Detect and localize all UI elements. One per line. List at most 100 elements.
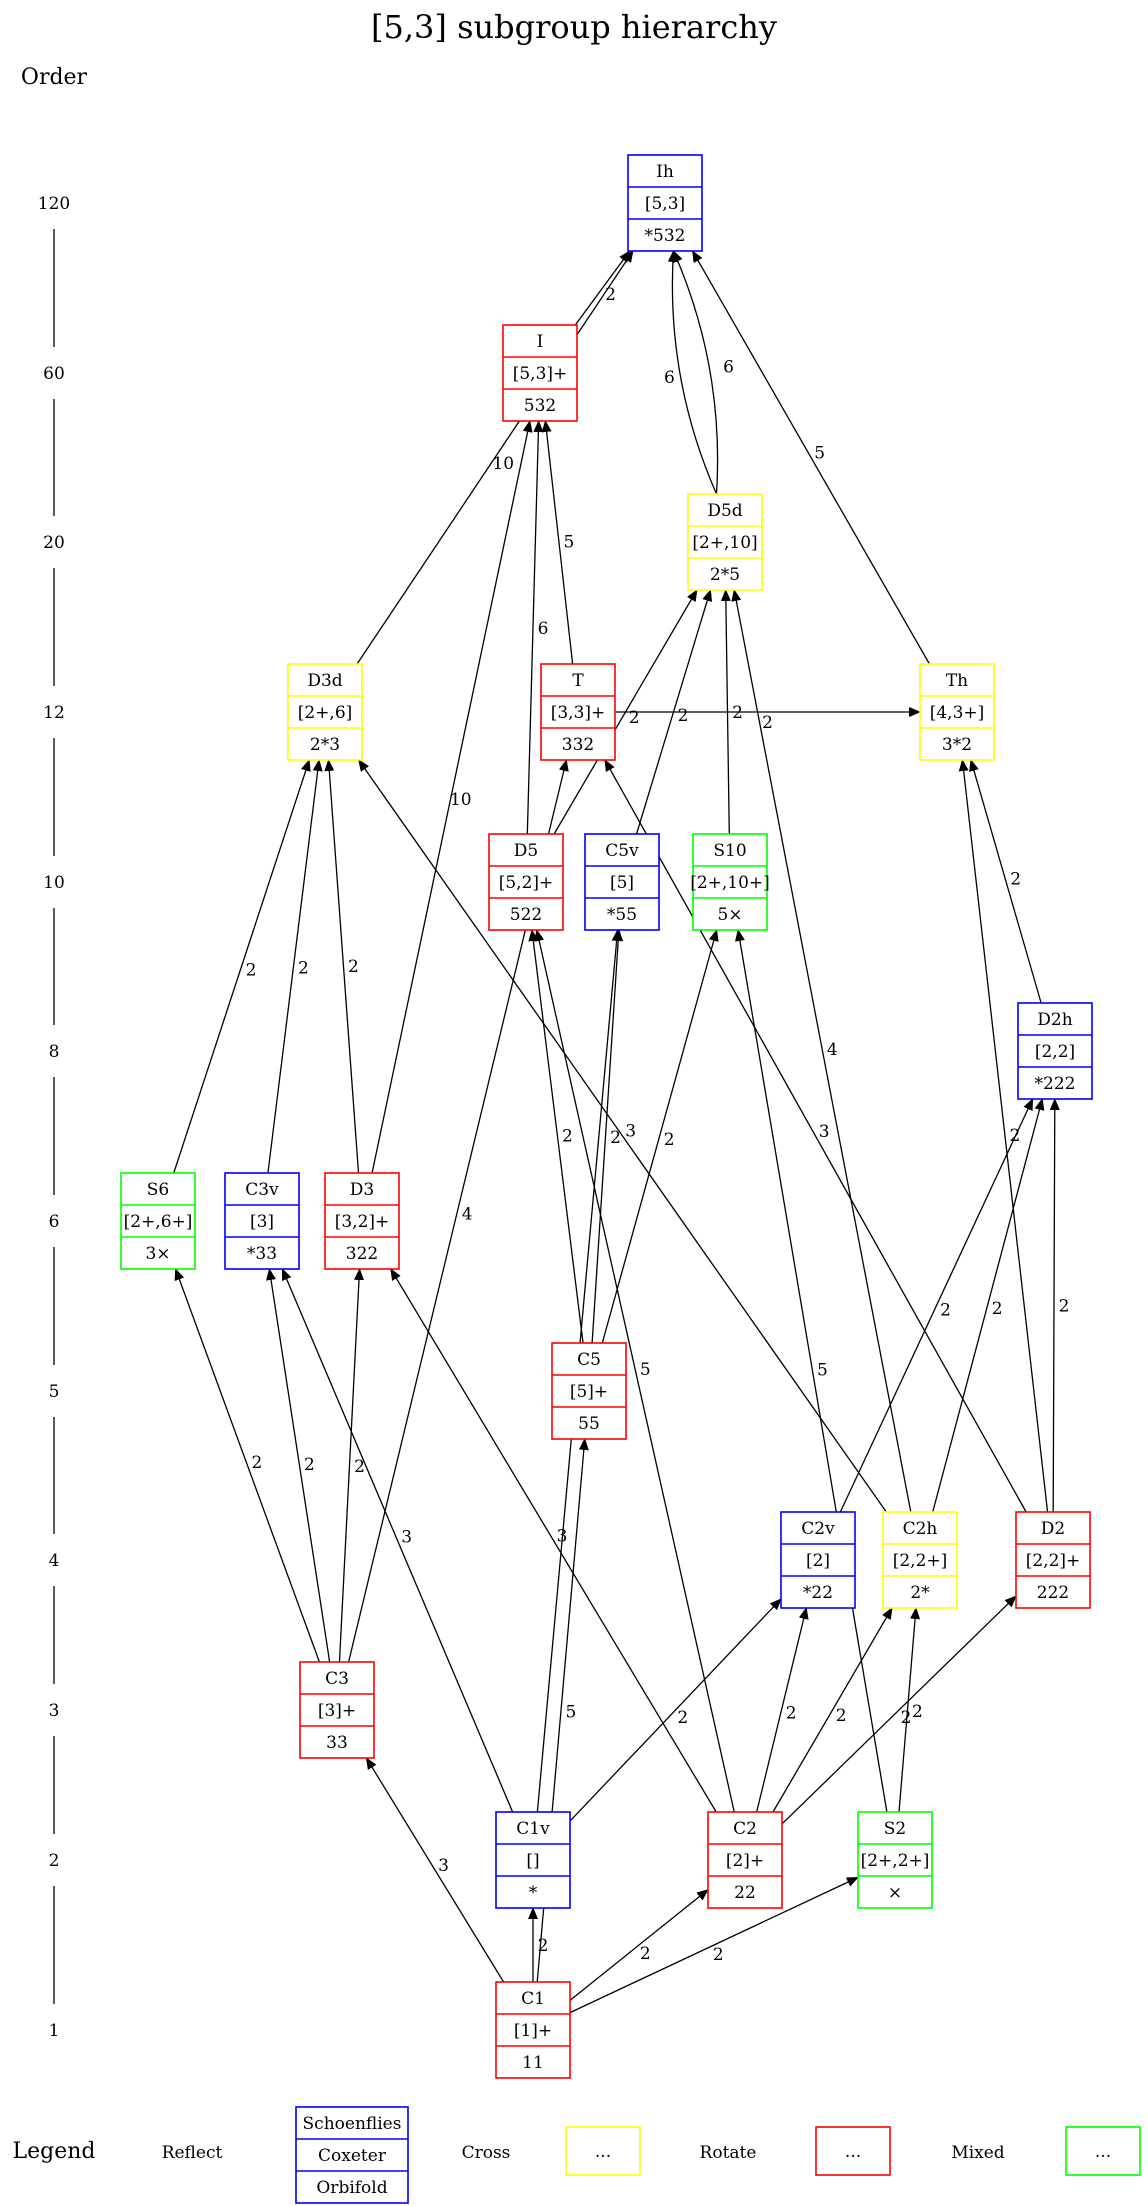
node-box: [882, 1511, 958, 1609]
order-label-60: 60: [43, 364, 65, 384]
node-coxeter-label: [2]+: [726, 1851, 764, 1871]
node-s10: S10[2+,10+]5×: [690, 833, 770, 931]
edge-c1v-to-c3v: [281, 1268, 514, 1813]
node-schoenflies-label: C5v: [605, 841, 639, 861]
node-box: [1015, 1511, 1091, 1609]
node-orbifold-label: 33: [326, 1733, 348, 1753]
edge-d3-to-d3d: [324, 759, 360, 1174]
node-d3: D3[3,2]+322: [324, 1172, 400, 1270]
node-schoenflies-label: D2h: [1037, 1010, 1072, 1030]
node-schoenflies-label: Th: [946, 671, 968, 691]
legend-swatch-label: ...: [1095, 2142, 1111, 2162]
edge-d2-to-d2h: [1049, 1098, 1060, 1513]
node-orbifold-label: 22: [734, 1883, 756, 1903]
edge-c2h-to-d2h: [932, 1098, 1045, 1513]
edge-d3-to-i: [371, 420, 533, 1174]
node-ih: Ih[5,3]*532: [627, 154, 703, 252]
legend-swatch: [565, 2126, 641, 2176]
legend-swatch-label: ...: [845, 2142, 861, 2162]
order-label-5: 5: [49, 1382, 60, 1402]
edge-label-c5v-to-d5d: 2: [678, 706, 689, 726]
node-schoenflies-label: C1: [521, 1989, 545, 2009]
order-label-4: 4: [49, 1551, 60, 1571]
legend-item-mixed: Mixed...: [951, 2126, 1141, 2176]
node-c5: C5[5]+55: [551, 1342, 627, 1440]
node-c1: C1[1]+11: [495, 1981, 571, 2079]
edge-c3-to-s6: [174, 1268, 321, 1663]
edge-d2-to-th: [958, 759, 1049, 1513]
edge-label-c2h-to-d2h: 2: [992, 1299, 1003, 1319]
edge-d5d-to-ih: [672, 250, 719, 495]
edge-label-c3-to-s6: 2: [251, 1453, 262, 1473]
edge-label-c2-to-d5: 5: [640, 1360, 651, 1380]
edge-label-c1-to-c5: 5: [566, 1702, 577, 1722]
node-coxeter-label: [2+,6]: [298, 703, 353, 723]
edge-label-s2-to-s10: 5: [817, 1360, 828, 1380]
node-coxeter-label: [2,2+]: [893, 1551, 948, 1571]
node-box: [780, 1511, 856, 1609]
edge-label-i-to-ih: 2: [605, 285, 616, 305]
node-box: [1017, 1002, 1093, 1100]
node-box: [584, 833, 660, 931]
edge-label-c1v-to-c3v: 3: [401, 1528, 412, 1548]
node-d5d: D5d[2+,10]2*5: [687, 493, 763, 591]
edge-label-s6-to-d3d: 2: [246, 961, 257, 981]
node-coxeter-label: [2,2]+: [1026, 1551, 1081, 1571]
node-orbifold-label: *55: [607, 905, 637, 925]
node-orbifold-label: 222: [1037, 1583, 1069, 1603]
legend-swatch: [815, 2126, 891, 2176]
legend-key-schoenflies: Schoenflies: [303, 2114, 402, 2134]
edge-c2h-to-d5d: [731, 589, 912, 1513]
node-schoenflies-label: D2: [1041, 1519, 1065, 1539]
legend-item-reflect: Reflect: [162, 2143, 223, 2163]
node-coxeter-label: [5]+: [570, 1382, 608, 1402]
edge-label-d3-to-i: 10: [450, 790, 472, 810]
edge-label-c1v-to-c2v: 2: [677, 1708, 688, 1728]
node-c2v: C2v[2]*22: [780, 1511, 856, 1609]
node-orbifold-label: 532: [524, 396, 556, 416]
edge-label-c1-to-s2: 2: [713, 1945, 724, 1965]
node-c3v: C3v[3]*33: [224, 1172, 300, 1270]
node-i: I[5,3]+532: [502, 324, 578, 422]
node-orbifold-label: *33: [247, 1244, 277, 1264]
node-coxeter-label: [3]+: [318, 1701, 356, 1721]
order-label-120: 120: [38, 194, 70, 214]
order-label-3: 3: [49, 1701, 60, 1721]
edge-c5-to-s10: [601, 929, 719, 1344]
node-c2: C2 [2]+ 22: [707, 1811, 783, 1909]
node-orbifold-label: 322: [346, 1244, 378, 1264]
order-label-8: 8: [49, 1042, 60, 1062]
edge-c3v-to-d3d: [267, 759, 323, 1174]
edge-d2-to-t: [604, 759, 1027, 1513]
edge-label-d3d-to-ih: 10: [492, 454, 514, 474]
edge-d5-to-i: [526, 420, 544, 835]
edge-label-s2-to-c2h: 2: [912, 1702, 923, 1722]
edge-label-t-to-i: 5: [564, 532, 575, 552]
node-box: [919, 663, 995, 761]
edge-c1-to-s2: [569, 1876, 859, 2014]
edge-label-c3-to-t: 4: [462, 1204, 473, 1224]
edge-label-c2-to-c2h: 2: [836, 1706, 847, 1726]
node-schoenflies-label: I: [537, 332, 544, 352]
node-coxeter-label: [4,3+]: [930, 703, 985, 723]
node-coxeter-label: []: [526, 1851, 539, 1871]
node-coxeter-label: [3,3]+: [551, 703, 606, 723]
node-coxeter-label: [5,2]+: [499, 873, 554, 893]
edge-label-c2v-to-d2h: 2: [940, 1301, 951, 1321]
edge-label-c3-to-d3: 2: [354, 1457, 365, 1477]
legend-item-label: Mixed: [951, 2143, 1004, 2163]
edge-c1-to-c2: [569, 1889, 709, 2001]
node-box: [224, 1172, 300, 1270]
edge-c5-to-c5v: [591, 929, 624, 1344]
edge-s2-to-c2h: [898, 1607, 921, 1813]
node-schoenflies-label: C2: [733, 1819, 757, 1839]
nodes: Ih[5,3]*532I[5,3]+532D5d[2+,10]2*5D3d[2+…: [120, 154, 1093, 2079]
node-box: [687, 493, 763, 591]
legend: Legend SchoenfliesCoxeterOrbifoldReflect…: [13, 2106, 1141, 2204]
edge-label-c3-to-c3v: 2: [304, 1455, 315, 1475]
edge-t-to-i: [541, 420, 574, 665]
edge-c2-to-c2h: [772, 1607, 893, 1813]
node-d2h: D2h[2,2]*222: [1017, 1002, 1093, 1100]
